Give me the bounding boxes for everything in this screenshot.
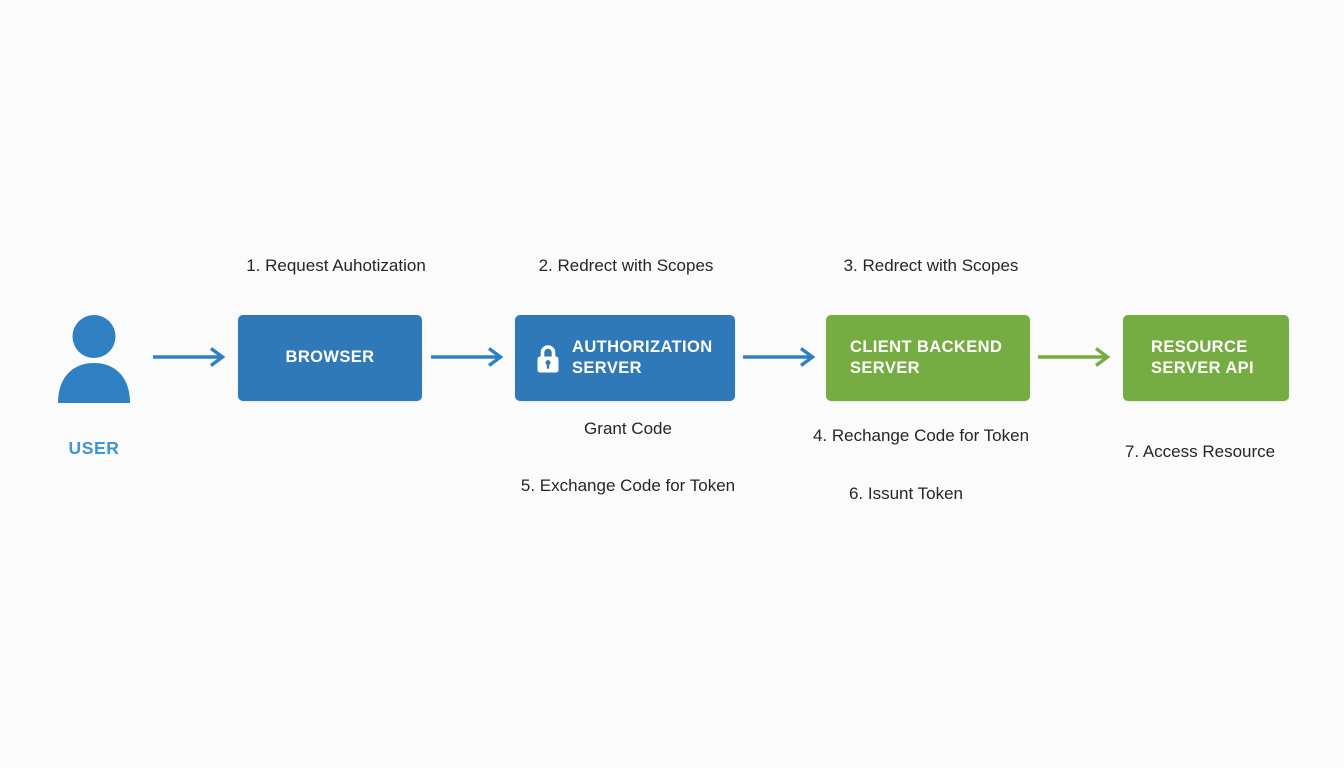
arrow-browser-to-auth-server [431, 347, 504, 367]
node-authorization-server: AUTHORIZATION SERVER [515, 315, 735, 401]
arrow-auth-server-to-client-backend [743, 347, 816, 367]
lock-icon [535, 343, 561, 374]
node-resource-server-api: RESOURCE SERVER API [1123, 315, 1289, 401]
resource-server-label-line1: RESOURCE [1151, 337, 1248, 356]
client-backend-label-line2: SERVER [850, 359, 920, 377]
label-step-3: 3. Redrect with Scopes [843, 256, 1019, 275]
label-step-1: 1. Request Auhotization [246, 256, 426, 275]
auth-server-label-line2: SERVER [572, 359, 642, 377]
node-client-backend-server: CLIENT BACKEND SERVER [826, 315, 1030, 401]
label-step-2: 2. Redrect with Scopes [538, 256, 714, 275]
auth-server-label-line1: AUTHORIZATION [572, 337, 713, 356]
resource-server-label-line2: SERVER API [1151, 359, 1255, 377]
label-step-6: 6. Issunt Token [848, 484, 964, 503]
label-step-4: 4. Rechange Code for Token [812, 426, 1030, 445]
user-icon [58, 315, 130, 403]
arrow-user-to-browser [153, 347, 226, 367]
client-backend-label-line1: CLIENT BACKEND [850, 337, 1003, 356]
label-step-7: 7. Access Resource [1124, 442, 1276, 461]
arrow-client-backend-to-resource-server [1038, 347, 1111, 367]
user-node-label: USER [68, 438, 120, 458]
browser-node-label: BROWSER [285, 348, 375, 367]
label-step-5: 5. Exchange Code for Token [520, 476, 736, 495]
node-browser: BROWSER [238, 315, 422, 401]
label-grant-code: Grant Code [584, 419, 672, 438]
